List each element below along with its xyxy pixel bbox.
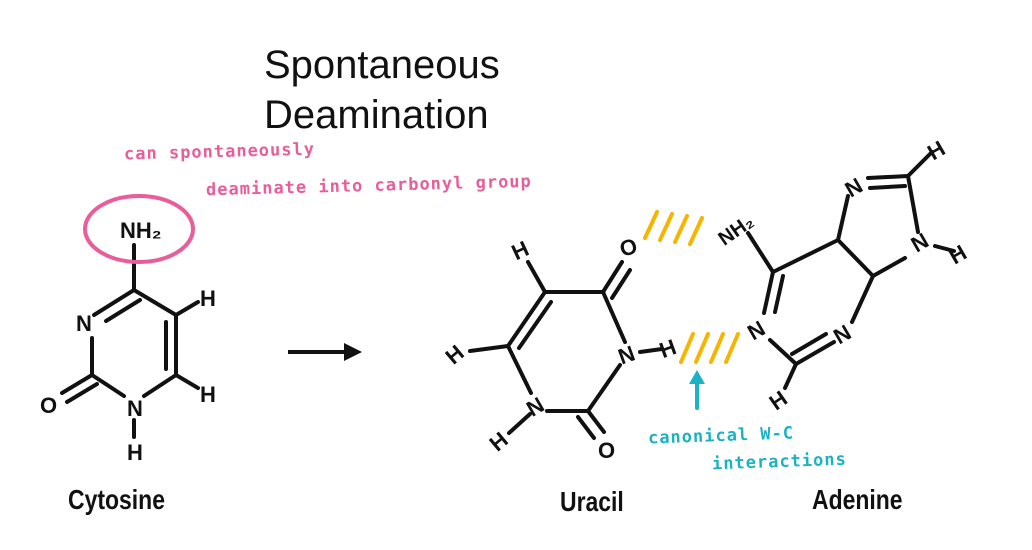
- uracil-n3-h-label: H: [656, 334, 679, 363]
- cytosine-n3-label: N: [76, 311, 92, 336]
- adenine-bond-c6-n1: [762, 270, 775, 315]
- cytosine-amine-label: NH₂: [120, 218, 162, 243]
- cytosine-n1-h-label: H: [127, 440, 143, 465]
- adenine-bond-c4-c5: [836, 238, 875, 278]
- cytosine-bond-c2-o-double: [65, 382, 99, 404]
- hydrogen-bonds-bottom: [679, 332, 740, 364]
- adenine-bond-c8-n9: [906, 174, 920, 234]
- uracil-bond-c4-o: [601, 260, 624, 294]
- adenine-bond-c2-h: [783, 362, 798, 390]
- slide-title: Spontaneous Deamination: [264, 40, 500, 140]
- uracil-bond-c4-o-double: [610, 268, 632, 300]
- adenine-bond-n7-c8-double: [868, 184, 907, 190]
- uracil-o4-label: O: [617, 233, 640, 262]
- teal-pointer-arrow: [689, 370, 705, 410]
- adenine-bond-c5-n7: [836, 194, 850, 242]
- adenine-label: Adenine: [812, 484, 903, 515]
- adenine-n9-h-label: H: [945, 240, 971, 270]
- cytosine-n1-label: N: [127, 396, 143, 421]
- cytosine-bond-c4-n3-double: [104, 298, 142, 323]
- cytosine-bond-c2-o: [60, 373, 94, 395]
- adenine-bond-n7-c8: [866, 174, 910, 180]
- title-line-1: Spontaneous: [264, 43, 500, 87]
- adenine-n1-label: N: [743, 316, 769, 346]
- cytosine-structure: [60, 243, 200, 439]
- uracil-bond-c6-h: [468, 344, 510, 353]
- adenine-amine-bond: [746, 231, 775, 274]
- uracil-bond-c5-h: [526, 260, 547, 294]
- cytosine-c5-h-label: H: [200, 286, 216, 311]
- adenine-bond-n3-c4: [850, 274, 875, 324]
- cytosine-o-label: O: [40, 393, 57, 418]
- adenine-c2-h-label: H: [765, 386, 792, 416]
- uracil-bond-c5-c6-double: [517, 300, 553, 350]
- adenine-bond-n1-c2: [768, 338, 798, 366]
- adenine-bond-c6-n1-double: [773, 274, 785, 314]
- adenine-structure: [746, 150, 956, 390]
- uracil-o2-label: O: [598, 438, 615, 463]
- adenine-c8-h-label: H: [923, 136, 949, 166]
- pink-highlight-circle: [83, 194, 195, 264]
- uracil-bond-c2-o: [586, 409, 606, 434]
- reaction-arrow: [288, 343, 362, 361]
- cytosine-label: Cytosine: [68, 484, 165, 515]
- uracil-label: Uracil: [560, 486, 624, 517]
- adenine-bond-n9-h: [933, 244, 956, 253]
- adenine-bond-c4-n9: [871, 256, 907, 278]
- cytosine-bond-c4-c5: [132, 288, 178, 317]
- adenine-bond-c8-h: [906, 150, 934, 178]
- uracil-bond-c5-c6: [506, 290, 547, 348]
- uracil-structure: [468, 260, 664, 440]
- adenine-n7-label: N: [841, 173, 867, 203]
- adenine-bond-c2-n3: [794, 340, 836, 366]
- cytosine-c6-h-label: H: [200, 382, 216, 407]
- adenine-bond-c6-c5: [771, 238, 840, 274]
- title-line-2: Deamination: [264, 93, 489, 137]
- uracil-bond-c2-n3: [586, 363, 622, 413]
- uracil-bond-n3-h: [638, 347, 664, 354]
- uracil-bond-n1-h: [507, 412, 532, 435]
- adenine-bond-c2-n3-double: [790, 332, 828, 356]
- uracil-bond-c6-n1: [506, 344, 533, 395]
- adenine-amine-label: NH₂: [715, 211, 759, 251]
- cytosine-bond-c4-n3: [92, 288, 136, 317]
- hydrogen-bonds-top: [643, 210, 704, 246]
- uracil-c6-h-label: H: [441, 340, 469, 369]
- uracil-bond-c2-o-double: [576, 415, 596, 440]
- adenine-n9-label: N: [907, 228, 933, 258]
- cytosine-bond-c5-h: [174, 300, 200, 317]
- cytosine-bond-n1-c2: [90, 373, 126, 398]
- cytosine-bond-c6-h: [174, 373, 200, 390]
- cytosine-bond-c6-n1: [142, 373, 178, 398]
- uracil-bond-c4-n3: [601, 290, 627, 344]
